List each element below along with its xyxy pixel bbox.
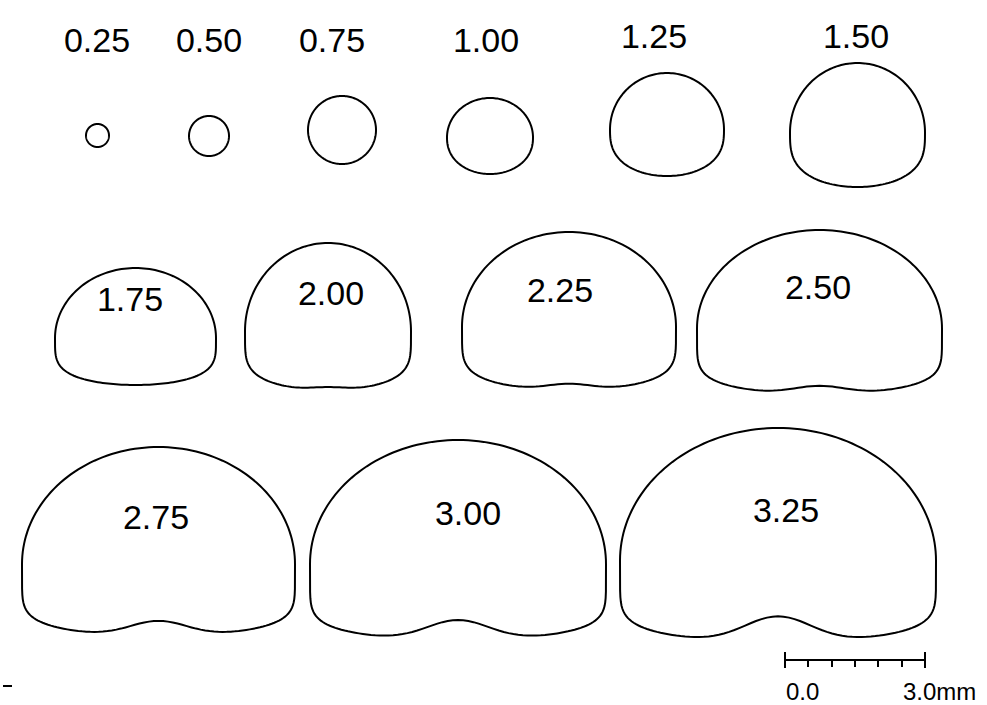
drop-outline: 2.50: [697, 230, 942, 394]
drop-outline: 0.50: [189, 116, 229, 156]
size-label: 2.25: [527, 273, 593, 307]
size-label: 3.00: [435, 496, 501, 530]
drop-shape: [310, 440, 606, 640]
drop-outline: 2.75: [22, 447, 295, 636]
size-label: 0.50: [176, 23, 242, 57]
drop-shape: [462, 232, 676, 390]
drop-path: [86, 124, 109, 147]
drop-path: [610, 73, 724, 176]
drop-outline: 1.25: [610, 73, 724, 176]
size-label: 1.75: [97, 282, 163, 316]
drop-outline: 1.00: [447, 98, 533, 174]
drop-path: [790, 63, 925, 187]
drop-path: [22, 447, 295, 632]
drop-path: [189, 116, 229, 156]
size-label: 1.50: [823, 19, 889, 53]
drop-shape: [245, 243, 411, 390]
drop-shape: [22, 447, 295, 636]
size-label: 0.25: [64, 23, 130, 57]
size-label: 3.25: [753, 493, 819, 527]
drop-outline: 1.75: [55, 268, 216, 385]
drop-shape: [610, 73, 724, 176]
drop-outline: 0.25: [86, 124, 109, 147]
size-label: 2.75: [123, 500, 189, 534]
drop-path: [447, 98, 533, 174]
drop-path: [620, 428, 936, 637]
drop-shape: [620, 428, 936, 642]
drop-outline: 2.00: [245, 243, 411, 390]
drop-shape: [697, 230, 942, 394]
drop-path: [55, 268, 216, 385]
drop-shape: [308, 96, 376, 164]
drop-path: [310, 440, 606, 636]
drop-path: [245, 243, 411, 388]
size-label: 1.00: [453, 23, 519, 57]
scale-label: 3.0mm: [903, 680, 976, 704]
scale-label: 0.0: [786, 680, 819, 704]
drop-shape: [790, 63, 925, 187]
drop-outline: 2.25: [462, 232, 676, 390]
drop-path: [462, 232, 676, 387]
drop-path: [697, 230, 942, 391]
drop-outline: 3.00: [310, 440, 606, 640]
drop-outline: 1.50: [790, 63, 925, 187]
drop-shape: [447, 98, 533, 174]
drop-outline: 0.75: [308, 96, 376, 164]
size-label: 1.25: [621, 19, 687, 53]
size-label: 2.50: [785, 270, 851, 304]
drop-shape: [189, 116, 229, 156]
drop-shape: [86, 124, 109, 147]
size-label: 0.75: [299, 23, 365, 57]
drop-path: [308, 96, 376, 164]
drop-outline: 3.25: [620, 428, 936, 642]
size-label: 2.00: [298, 276, 364, 310]
